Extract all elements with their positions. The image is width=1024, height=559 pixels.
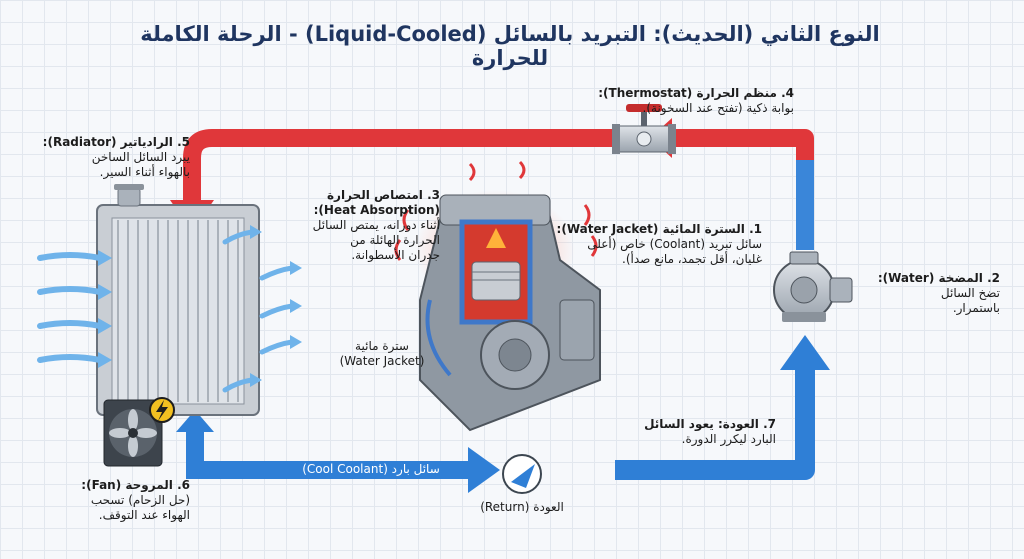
fan-label: 6. المروحة (Fan): (حل الزحام) تسحب الهوا… <box>64 478 190 523</box>
heat-absorption-line: الحرارة الهائلة من <box>350 233 440 247</box>
air-flow-arrows <box>37 250 112 368</box>
water-jacket-callout-line: سترة مائية <box>355 339 409 353</box>
pump-line: تضخ السائل <box>940 286 1000 300</box>
radiator-line: بالهواء أثناء السير. <box>99 165 190 179</box>
radiator-icon <box>96 184 260 416</box>
water-jacket-heading: 1. السترة المائية (Water Jacket): <box>556 222 762 236</box>
water-jacket-callout-line: (Water Jacket) <box>339 354 425 368</box>
thermostat-heading: 4. منظم الحرارة (Thermostat): <box>598 86 794 100</box>
heat-absorption-heading: 3. امتصاص الحرارة <box>326 188 440 202</box>
engine-icon <box>394 160 601 432</box>
return-heading: 7. العودة: يعود السائل <box>644 417 776 431</box>
radiator-heading: 5. الرادياتير (Radiator): <box>42 135 190 149</box>
thermostat-line: بوابة ذكية (تفتح عند السخونة). <box>642 101 794 115</box>
pump-line: باستمرار. <box>952 301 1000 315</box>
pump-label: 2. المضخة (Water): تضخ السائل باستمرار. <box>850 271 1000 316</box>
hot-coolant-pipe <box>170 118 814 250</box>
cool-coolant-pipe <box>176 335 830 493</box>
heat-absorption-label: 3. امتصاص الحرارة (Heat Absorption): أثن… <box>268 188 440 263</box>
radiator-label: 5. الرادياتير (Radiator): يبرد السائل ال… <box>22 135 190 180</box>
return-node-label: العودة (Return) <box>480 500 564 514</box>
water-jacket-info-label: 1. السترة المائية (Water Jacket): سائل ت… <box>540 222 762 267</box>
heat-absorption-heading-en: (Heat Absorption): <box>313 203 440 217</box>
lightning-icon <box>149 397 175 423</box>
fan-line: (حل الزحام) تسحب <box>90 493 190 507</box>
heat-absorption-line: جدران الأسطوانة. <box>351 248 440 262</box>
heat-absorption-line: أثناء دورانه، يمتص السائل <box>312 218 440 232</box>
water-pump-icon <box>773 251 853 322</box>
fan-line: الهواء عند التوقف. <box>98 508 190 522</box>
fan-icon <box>103 399 163 467</box>
water-jacket-callout: سترة مائية (Water Jacket) <box>330 339 434 369</box>
return-arrow-icon <box>502 454 542 494</box>
air-flow-arrows <box>222 225 302 393</box>
page-title: النوع الثاني (الحديث): التبريد بالسائل (… <box>140 22 880 70</box>
cool-flow-arrowhead <box>468 447 500 493</box>
cool-coolant-label: سائل بارد (Cool Coolant) <box>302 462 440 476</box>
fan-heading: 6. المروحة (Fan): <box>81 478 190 492</box>
return-line: البارد ليكرر الدورة. <box>681 432 776 446</box>
cool-flow-arrowhead <box>780 335 830 370</box>
return-info-label: 7. العودة: يعود السائل البارد ليكرر الدو… <box>626 417 776 447</box>
radiator-line: يبرد السائل الساخن <box>91 150 190 164</box>
thermostat-label: 4. منظم الحرارة (Thermostat): بوابة ذكية… <box>558 86 794 116</box>
water-jacket-line: غليان، أقل تجمد، مانع صدأ). <box>622 252 762 266</box>
pump-heading: 2. المضخة (Water): <box>877 271 1000 285</box>
thermostat-valve-icon <box>612 104 676 154</box>
water-jacket-line: سائل تبريد (Coolant) خاص (أعلى <box>587 237 762 251</box>
